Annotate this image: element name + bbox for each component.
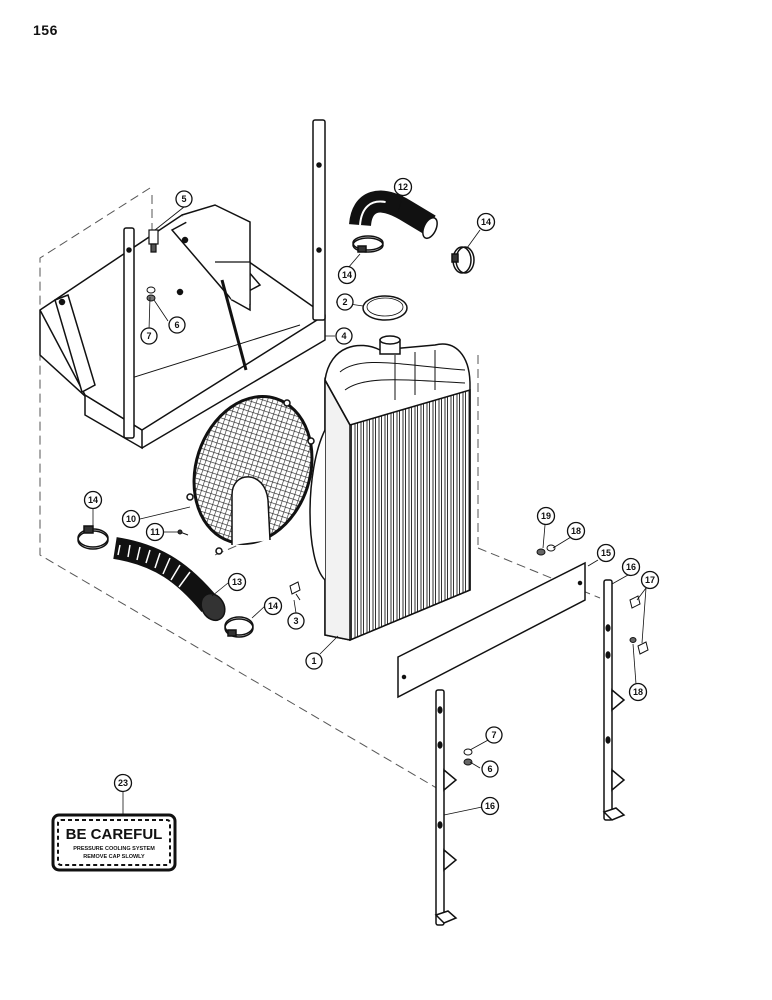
hose-clamp-lower-left [77, 525, 109, 550]
svg-text:4: 4 [341, 331, 346, 341]
svg-text:5: 5 [181, 194, 186, 204]
svg-text:19: 19 [541, 511, 551, 521]
callout-14-lower-right: 14 [263, 596, 283, 616]
svg-text:18: 18 [571, 526, 581, 536]
svg-text:17: 17 [645, 575, 655, 585]
svg-text:14: 14 [481, 217, 491, 227]
callout-11: 11 [145, 522, 165, 542]
callout-7: 7 [140, 327, 158, 345]
radiator-cap [362, 295, 408, 321]
callout-7-lower: 7 [485, 726, 503, 744]
svg-text:11: 11 [150, 527, 160, 537]
callout-14-lower-left: 14 [83, 490, 103, 510]
hose-clamp-upper-right [451, 246, 475, 274]
upper-hose [349, 190, 438, 240]
svg-text:12: 12 [398, 182, 408, 192]
callout-14-upper-right: 14 [476, 212, 496, 232]
callout-1: 1 [305, 652, 323, 670]
warning-decal-line1: PRESSURE COOLING SYSTEM [73, 846, 155, 852]
drain-cock [289, 581, 301, 601]
warning-decal: BE CAREFUL PRESSURE COOLING SYSTEM REMOV… [51, 813, 177, 872]
svg-text:23: 23 [118, 778, 128, 788]
svg-text:2: 2 [342, 297, 347, 307]
svg-text:6: 6 [487, 764, 492, 774]
svg-text:16: 16 [626, 562, 636, 572]
lower-hose [113, 537, 226, 622]
warning-decal-line2: REMOVE CAP SLOWLY [83, 854, 145, 860]
nut-washer-upper [146, 286, 156, 302]
callout-5: 5 [175, 190, 193, 208]
side-bracket-right [602, 579, 626, 821]
leader-lines [92, 194, 647, 816]
callout-6-lower: 6 [481, 760, 499, 778]
svg-text:18: 18 [633, 687, 643, 697]
radiator [309, 335, 471, 642]
callout-2: 2 [336, 293, 354, 311]
fan-shroud-screen [186, 395, 315, 555]
svg-text:16: 16 [485, 801, 495, 811]
svg-text:13: 13 [232, 577, 242, 587]
callout-23: 23 [113, 773, 133, 793]
svg-text:10: 10 [126, 514, 136, 524]
svg-text:3: 3 [293, 616, 298, 626]
callout-3: 3 [287, 612, 305, 630]
callout-6: 6 [168, 316, 186, 334]
callout-19: 19 [536, 506, 556, 526]
radiator-support-frame [39, 119, 326, 450]
hose-clamp-lower-right [224, 616, 254, 638]
baffle-plate [397, 561, 586, 699]
svg-text:14: 14 [88, 495, 98, 505]
svg-text:14: 14 [268, 601, 278, 611]
svg-text:7: 7 [491, 730, 496, 740]
fitting-5 [148, 229, 159, 253]
callout-10: 10 [121, 509, 141, 529]
callout-16-right: 16 [621, 557, 641, 577]
svg-text:15: 15 [601, 548, 611, 558]
callout-18-lower: 18 [628, 682, 648, 702]
callout-15: 15 [596, 543, 616, 563]
warning-decal-title: BE CAREFUL [66, 826, 163, 843]
callout-14-upper-left: 14 [337, 265, 357, 285]
callout-16-left: 16 [480, 796, 500, 816]
hose-clamp-upper-left [352, 235, 384, 253]
svg-text:14: 14 [342, 270, 352, 280]
callout-4: 4 [335, 327, 353, 345]
callout-18-upper: 18 [566, 521, 586, 541]
page-number: 156 [33, 22, 58, 38]
callout-12: 12 [393, 177, 413, 197]
callout-17: 17 [640, 570, 660, 590]
svg-text:6: 6 [174, 320, 179, 330]
svg-text:7: 7 [146, 331, 151, 341]
side-bracket-left [434, 689, 458, 926]
svg-text:1: 1 [311, 656, 316, 666]
bolt-11 [177, 529, 189, 536]
callout-13: 13 [227, 572, 247, 592]
